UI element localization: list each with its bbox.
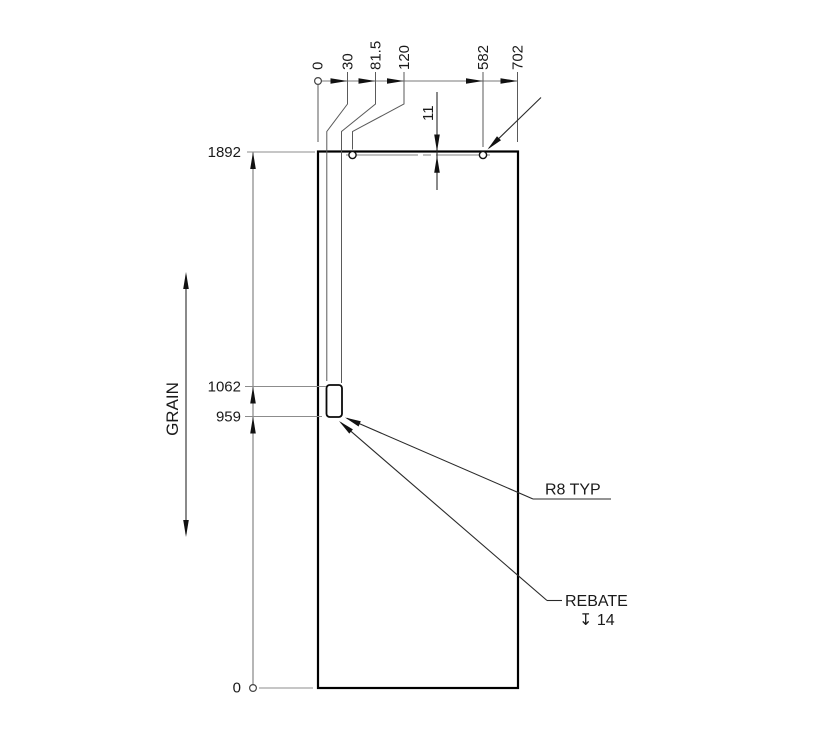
leader-arrowhead (487, 136, 501, 150)
left-datum-marker (249, 683, 258, 692)
groove-depth-dimension: 11 (420, 92, 440, 190)
grain-arrowhead-top (183, 272, 189, 289)
hole-leader (487, 97, 542, 150)
top-dim-label-120: 120 (396, 45, 413, 70)
rebate-note-label: REBATE (565, 593, 628, 610)
groove-depth-label: 11 (420, 105, 437, 121)
top-datum-marker (314, 76, 323, 85)
ext-line-30 (326, 72, 348, 381)
top-dim-label-0: 0 (310, 62, 327, 70)
ext-line-120 (352, 72, 405, 150)
dim-arrowhead (387, 78, 404, 84)
dim-arrowhead (466, 78, 483, 84)
dim-arrowhead (358, 78, 376, 84)
ext-line-81-5 (341, 72, 376, 383)
top-dim-label-30: 30 (340, 53, 357, 70)
grain-indicator: GRAIN (163, 272, 189, 537)
panel (316, 150, 520, 690)
rebate-note: REBATE ↧ 14 (339, 421, 628, 629)
rebate-note-leader (340, 422, 548, 601)
radius-note-label: R8 TYP (545, 482, 601, 499)
radius-note-leader (346, 417, 534, 500)
top-dim-label-702: 702 (510, 45, 527, 70)
dim-arrowhead (500, 78, 518, 84)
dim-arrowhead (250, 386, 256, 404)
left-dim-label-959: 959 (216, 409, 241, 426)
top-ordinate-dimension: 0 30 81.5 120 582 702 (310, 41, 527, 383)
rebate-depth-label: ↧ 14 (579, 612, 615, 629)
panel-outline (316, 150, 520, 690)
leader-arrowhead (345, 417, 361, 427)
left-ordinate-dimension: 1892 1062 959 0 (208, 144, 326, 697)
grain-label: GRAIN (163, 382, 182, 436)
left-dim-label-1062: 1062 (208, 379, 241, 396)
radius-note: R8 TYP (345, 417, 611, 500)
hole-left (348, 150, 357, 160)
dim-arrowhead (330, 78, 348, 84)
dim-arrowhead (434, 134, 440, 152)
left-dim-label-0: 0 (233, 680, 241, 697)
dim-arrowhead (434, 155, 440, 173)
dim-arrowhead (250, 416, 256, 434)
top-dim-label-81-5: 81.5 (368, 41, 385, 70)
left-dim-label-1892: 1892 (208, 144, 241, 161)
rebate-pocket (325, 384, 343, 418)
top-dim-label-582: 582 (475, 45, 492, 70)
leader-arrowhead (339, 421, 353, 434)
hole-right (478, 150, 488, 160)
dim-arrowhead (250, 152, 256, 169)
grain-arrowhead-bottom (183, 520, 189, 537)
